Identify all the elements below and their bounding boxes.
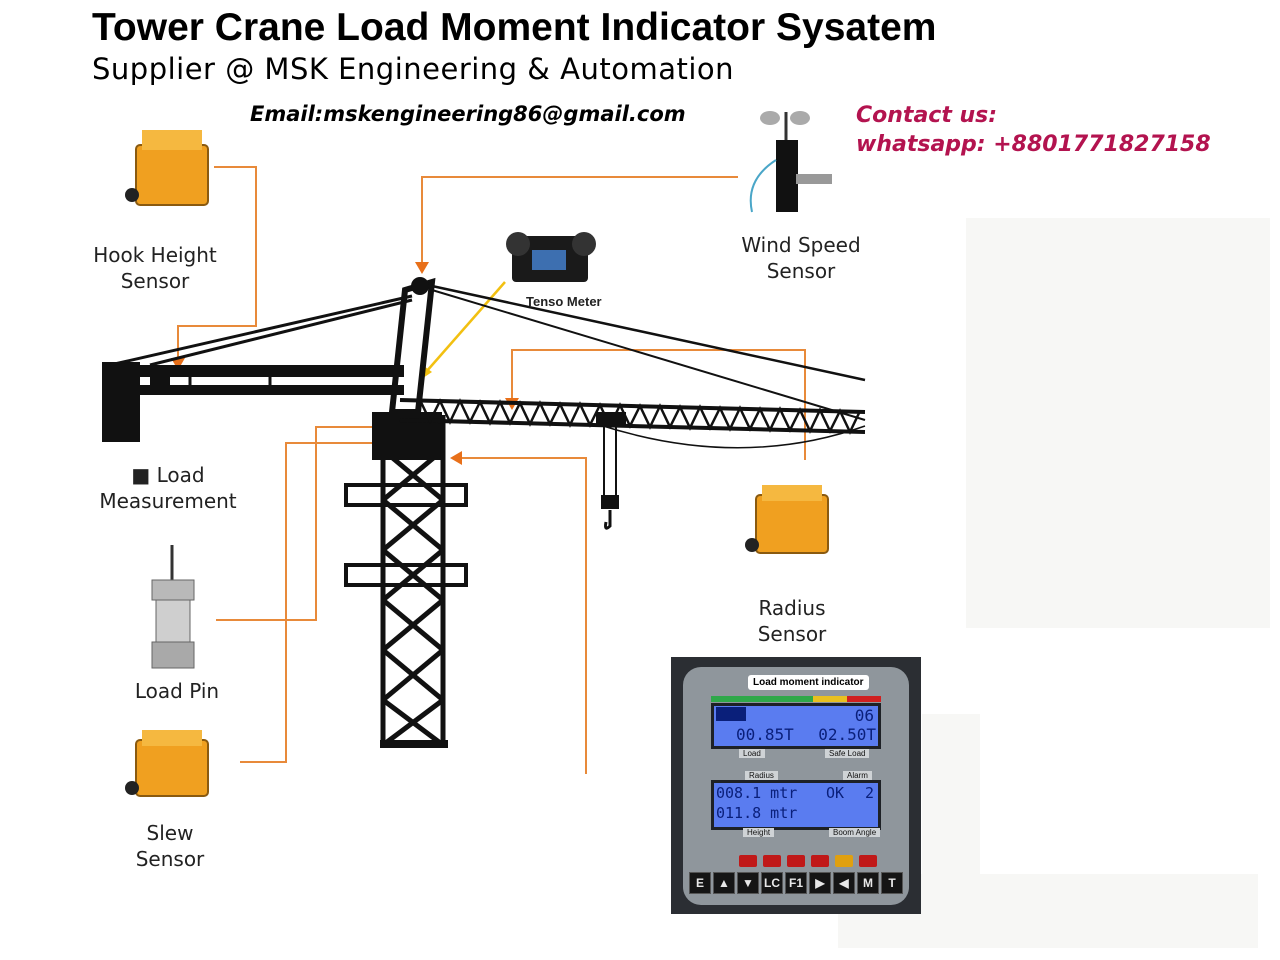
indicator-led bbox=[739, 855, 757, 867]
leader-indicator bbox=[454, 457, 587, 774]
load-label: Load bbox=[739, 749, 765, 758]
indicator-title: Load moment indicator bbox=[748, 675, 869, 690]
wind-speed-sensor-image bbox=[749, 111, 832, 213]
boom-angle-label: Boom Angle bbox=[829, 828, 881, 837]
tenso-meter-image bbox=[506, 232, 596, 282]
main-jib bbox=[399, 284, 866, 449]
load-value: 00.85T bbox=[736, 725, 794, 744]
key-down-button[interactable]: ▼ bbox=[737, 872, 759, 894]
count-value: 06 bbox=[854, 706, 874, 725]
alarm-value: OK bbox=[826, 784, 845, 802]
key-lc-button[interactable]: LC bbox=[761, 872, 783, 894]
whatsapp-number[interactable]: whatsapp: +8801771827158 bbox=[856, 132, 1211, 157]
lcd-load-display: 06 00.85T 02.50T bbox=[711, 703, 881, 749]
height-value: 011.8 mtr bbox=[716, 804, 798, 822]
safe-load-label: Safe Load bbox=[825, 749, 870, 758]
alarm-code: 2 bbox=[864, 784, 874, 802]
key-t-button[interactable]: T bbox=[881, 872, 903, 894]
indicator-led bbox=[811, 855, 829, 867]
contact-block: Contact us: whatsapp: +8801771827158 bbox=[856, 101, 1211, 159]
leader-hook-height bbox=[177, 166, 257, 360]
key-m-button[interactable]: M bbox=[857, 872, 879, 894]
email-contact[interactable]: Email:mskengineering86@gmail.com bbox=[250, 102, 686, 126]
key-right-button[interactable]: ▶ bbox=[809, 872, 831, 894]
page-title: Tower Crane Load Moment Indicator Sysate… bbox=[92, 6, 937, 49]
tenso-arrow bbox=[425, 281, 506, 373]
load-bar-scale bbox=[711, 696, 881, 702]
radius-label: Radius bbox=[745, 771, 778, 780]
label-load-pin: Load Pin bbox=[134, 679, 220, 703]
alarm-label: Alarm bbox=[843, 771, 872, 780]
leader-load-pin bbox=[216, 426, 384, 621]
indicator-led bbox=[787, 855, 805, 867]
radius-sensor-image bbox=[745, 485, 829, 554]
leader-radius bbox=[511, 349, 806, 460]
background-panel bbox=[966, 218, 1270, 628]
hook-height-sensor-image bbox=[125, 130, 209, 206]
leader-wind-speed bbox=[421, 176, 738, 268]
key-left-button[interactable]: ◀ bbox=[833, 872, 855, 894]
key-f1-button[interactable]: F1 bbox=[785, 872, 807, 894]
load-pin-image bbox=[151, 545, 195, 669]
key-e-button[interactable]: E bbox=[689, 872, 711, 894]
key-up-button[interactable]: ▲ bbox=[713, 872, 735, 894]
radius-value: 008.1 mtr bbox=[716, 784, 798, 802]
load-bar-graph bbox=[716, 707, 746, 721]
label-tenso-meter: Tenso Meter bbox=[526, 294, 602, 309]
tower-mast bbox=[344, 415, 468, 747]
page-subtitle: Supplier @ MSK Engineering & Automation bbox=[92, 52, 735, 86]
leader-lines bbox=[177, 166, 806, 774]
indicator-led bbox=[859, 855, 877, 867]
leader-slew bbox=[240, 442, 384, 763]
load-moment-indicator-panel: Load moment indicator 06 00.85T 02.50T L… bbox=[671, 657, 921, 914]
lcd-radius-display: 008.1 mtr OK 2 011.8 mtr bbox=[711, 780, 881, 830]
background-panel bbox=[922, 714, 980, 874]
slew-sensor-image bbox=[125, 730, 209, 797]
contact-label: Contact us: bbox=[856, 103, 998, 128]
indicator-led bbox=[763, 855, 781, 867]
height-label: Height bbox=[743, 828, 775, 837]
indicator-led bbox=[835, 855, 853, 867]
safe-load-value: 02.50T bbox=[818, 725, 876, 744]
trolley-hook bbox=[596, 412, 626, 530]
counter-jib bbox=[102, 294, 413, 442]
